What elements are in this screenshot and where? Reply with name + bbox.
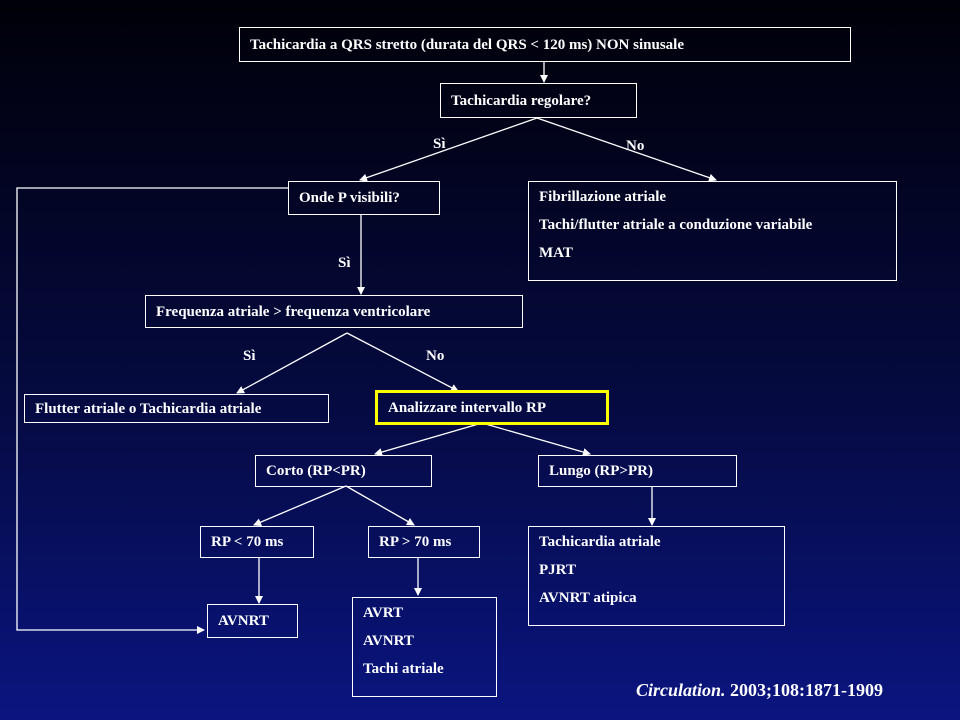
arrow-regolare-si bbox=[359, 117, 538, 182]
arrow-rp-corto bbox=[374, 422, 483, 456]
node-regolare-text: Tachicardia regolare? bbox=[451, 92, 592, 109]
node-analizzare: Analizzare intervallo RP bbox=[375, 390, 609, 425]
node-start-text: Tachicardia a QRS stretto (durata del QR… bbox=[250, 36, 684, 53]
edge-label-freq-si: Sì bbox=[243, 348, 256, 364]
arrow-freq-si bbox=[236, 332, 348, 394]
arrow-freq-no bbox=[346, 332, 459, 392]
node-lungo-diagnosi: Tachicardia atriale PJRT AVNRT atipica bbox=[528, 526, 785, 626]
arrow-ondep-avnrt-loop bbox=[16, 187, 288, 634]
citation: Circulation. 2003;108:1871-1909 bbox=[636, 680, 883, 701]
arrow-corto-gt70 bbox=[345, 485, 415, 526]
node-analizzare-text: Analizzare intervallo RP bbox=[388, 399, 547, 416]
node-lungo-diagnosi-line-3: AVNRT atipica bbox=[539, 590, 637, 606]
node-lungo-text: Lungo (RP>PR) bbox=[549, 463, 653, 479]
node-gt70-diagnosi: AVRT AVNRT Tachi atriale bbox=[352, 597, 497, 697]
node-rp-gt70-text: RP > 70 ms bbox=[379, 534, 452, 550]
citation-ref: 2003;108:1871-1909 bbox=[725, 680, 884, 700]
node-rp-lt70-text: RP < 70 ms bbox=[211, 534, 284, 550]
node-irregolari-line-2: Tachi/flutter atriale a conduzione varia… bbox=[539, 217, 813, 233]
node-lungo: Lungo (RP>PR) bbox=[538, 455, 737, 487]
node-rp-gt70: RP > 70 ms bbox=[368, 526, 480, 558]
edge-label-freq-no: No bbox=[426, 348, 445, 364]
citation-journal: Circulation. bbox=[636, 680, 726, 700]
arrow-rp-lungo bbox=[481, 422, 591, 456]
node-avnrt: AVNRT bbox=[207, 604, 298, 638]
node-start: Tachicardia a QRS stretto (durata del QR… bbox=[239, 27, 851, 62]
node-flutter-text: Flutter atriale o Tachicardia atriale bbox=[35, 400, 262, 417]
node-corto: Corto (RP<PR) bbox=[255, 455, 432, 487]
node-rp-lt70: RP < 70 ms bbox=[200, 526, 314, 558]
edge-label-regolare-si: Sì bbox=[433, 136, 446, 152]
node-irregolari-line-1: Fibrillazione atriale bbox=[539, 189, 667, 205]
node-regolare: Tachicardia regolare? bbox=[440, 83, 637, 118]
node-onde-p: Onde P visibili? bbox=[288, 181, 440, 215]
node-frequenza: Frequenza atriale > frequenza ventricola… bbox=[145, 295, 523, 328]
node-avnrt-text: AVNRT bbox=[218, 613, 269, 629]
node-onde-p-text: Onde P visibili? bbox=[299, 190, 400, 206]
node-lungo-diagnosi-line-2: PJRT bbox=[539, 562, 576, 578]
edge-label-regolare-no: No bbox=[626, 138, 645, 154]
arrow-corto-lt70 bbox=[253, 485, 347, 526]
edge-label-ondep-si: Sì bbox=[338, 255, 351, 271]
node-flutter: Flutter atriale o Tachicardia atriale bbox=[24, 394, 329, 423]
node-irregolari: Fibrillazione atriale Tachi/flutter atri… bbox=[528, 181, 897, 281]
node-gt70-diagnosi-line-1: AVRT bbox=[363, 605, 404, 621]
node-corto-text: Corto (RP<PR) bbox=[266, 463, 366, 479]
node-lungo-diagnosi-line-1: Tachicardia atriale bbox=[539, 534, 661, 550]
node-frequenza-text: Frequenza atriale > frequenza ventricola… bbox=[156, 303, 431, 320]
arrow-regolare-no bbox=[536, 117, 717, 182]
node-irregolari-line-3: MAT bbox=[539, 245, 573, 261]
node-gt70-diagnosi-line-2: AVNRT bbox=[363, 633, 414, 649]
node-gt70-diagnosi-line-3: Tachi atriale bbox=[363, 661, 444, 677]
